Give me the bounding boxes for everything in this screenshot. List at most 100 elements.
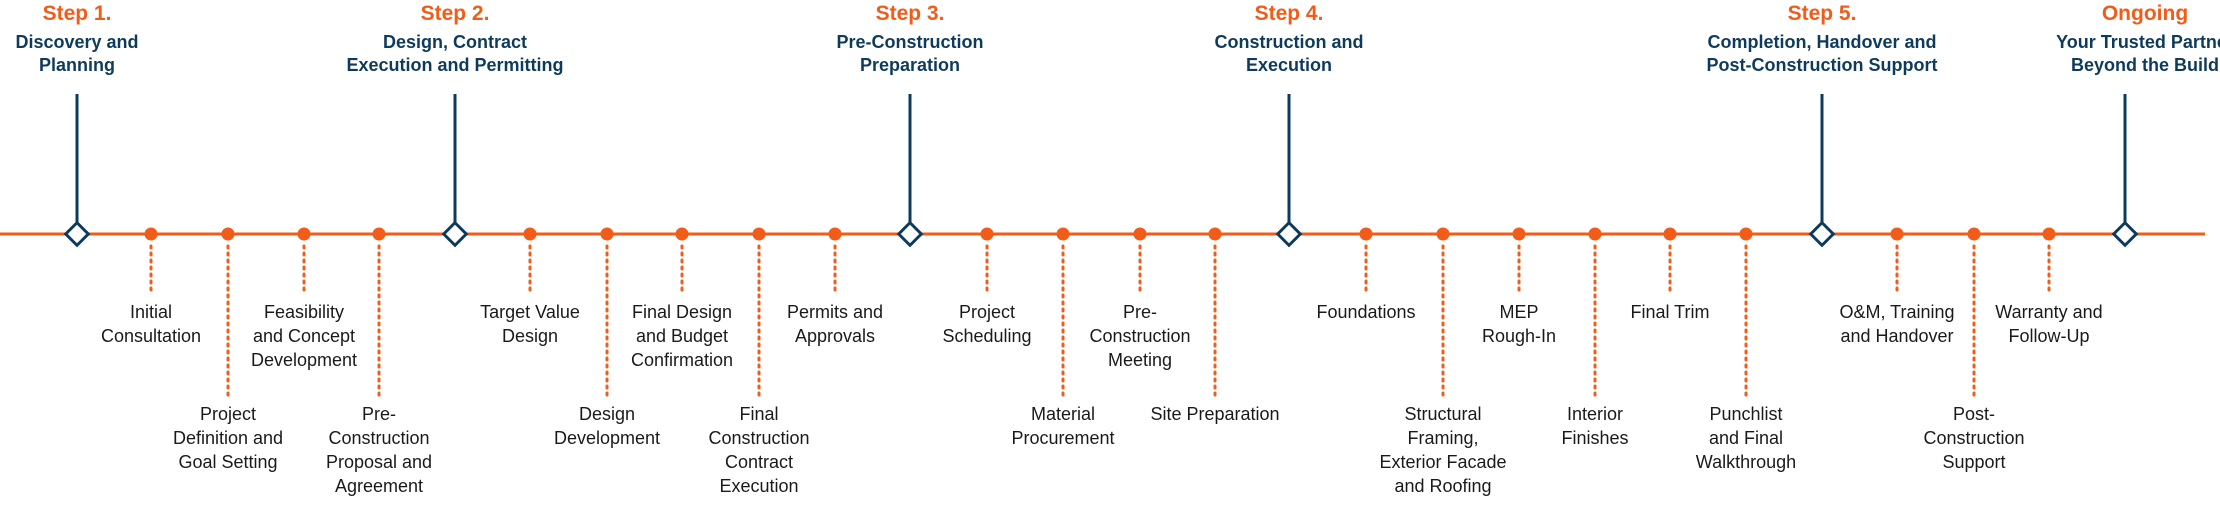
task-dot-marker [1890,227,1904,241]
task-dot-marker [1739,227,1753,241]
milestone-step-label: Step 3. [876,2,945,25]
task-label: and Final [1709,428,1783,448]
milestone-step-label: Step 2. [421,2,490,25]
task-dot-marker [523,227,537,241]
task-dot-marker [1663,227,1677,241]
task-label: Agreement [335,476,423,496]
task-dot-marker [1056,227,1070,241]
task-label: and Concept [253,326,355,346]
task-label: Construction [328,428,429,448]
task-label: Final Design [632,302,732,322]
task-dot-marker [1588,227,1602,241]
task-label: Approvals [795,326,875,346]
task-label: Framing, [1407,428,1478,448]
task-dot-marker [221,227,235,241]
task-dot-marker [372,227,386,241]
task-dot-marker [752,227,766,241]
task-dot-marker [2042,227,2056,241]
task-label: MEP [1499,302,1538,322]
task-label: Design [579,404,635,424]
task-label: Pre- [362,404,396,424]
task-item: Foundations [1316,227,1416,322]
task-label: Development [554,428,660,448]
task-label: Target Value [480,302,580,322]
task-label: Site Preparation [1150,404,1279,424]
milestone-diamond-marker [63,220,91,248]
task-label: Construction [1923,428,2024,448]
milestone-diamond-marker [441,220,469,248]
milestone-title: Discovery and [15,32,138,52]
milestone-title: Completion, Handover and [1707,32,1936,52]
task-dot-marker [675,227,689,241]
milestone-title: Design, Contract [383,32,527,52]
task-label: Procurement [1011,428,1114,448]
task-label: Pre- [1123,302,1157,322]
milestone: Step 5.Completion, Handover andPost-Cons… [1707,2,1937,248]
task-label: Walkthrough [1696,452,1796,472]
task-label: Proposal and [326,452,432,472]
task-dot-marker [600,227,614,241]
task-label: and Budget [636,326,728,346]
milestone-step-label: Step 4. [1255,2,1324,25]
task-dot-marker [980,227,994,241]
task-label: Construction [708,428,809,448]
task-dot-marker [828,227,842,241]
task-label: Initial [130,302,172,322]
task-label: Goal Setting [178,452,277,472]
task-label: Warranty and [1995,302,2102,322]
milestone-diamond-marker [1808,220,1836,248]
task-label: Material [1031,404,1095,424]
task-label: Meeting [1108,350,1172,370]
task-dot-marker [144,227,158,241]
task-label: Final [739,404,778,424]
milestone-step-label: Step 5. [1788,2,1857,25]
task-label: Execution [719,476,798,496]
milestone-diamond-marker [896,220,924,248]
task-label: Project [200,404,256,424]
task-label: Interior [1567,404,1623,424]
milestone-title: Planning [39,55,115,75]
task-label: Finishes [1561,428,1628,448]
milestone-diamond-marker [1275,220,1303,248]
milestone-title: Execution [1246,55,1332,75]
task-dot-marker [1133,227,1147,241]
task-label: Design [502,326,558,346]
task-label: Consultation [101,326,201,346]
task-dot-marker [1436,227,1450,241]
task-label: Development [251,350,357,370]
task-label: Permits and [787,302,883,322]
milestone-diamond-marker [2111,220,2139,248]
milestone-title: Preparation [860,55,960,75]
task-dot-marker [1512,227,1526,241]
task-label: Definition and [173,428,283,448]
task-label: Foundations [1316,302,1415,322]
task-label: Contract [725,452,793,472]
milestone-title: Pre-Construction [836,32,983,52]
task-dot-marker [1967,227,1981,241]
task-label: and Roofing [1394,476,1491,496]
task-item: Final Trim [1630,227,1710,322]
task-label: Follow-Up [2008,326,2089,346]
task-label: Post- [1953,404,1995,424]
milestone-title: Construction and [1215,32,1364,52]
